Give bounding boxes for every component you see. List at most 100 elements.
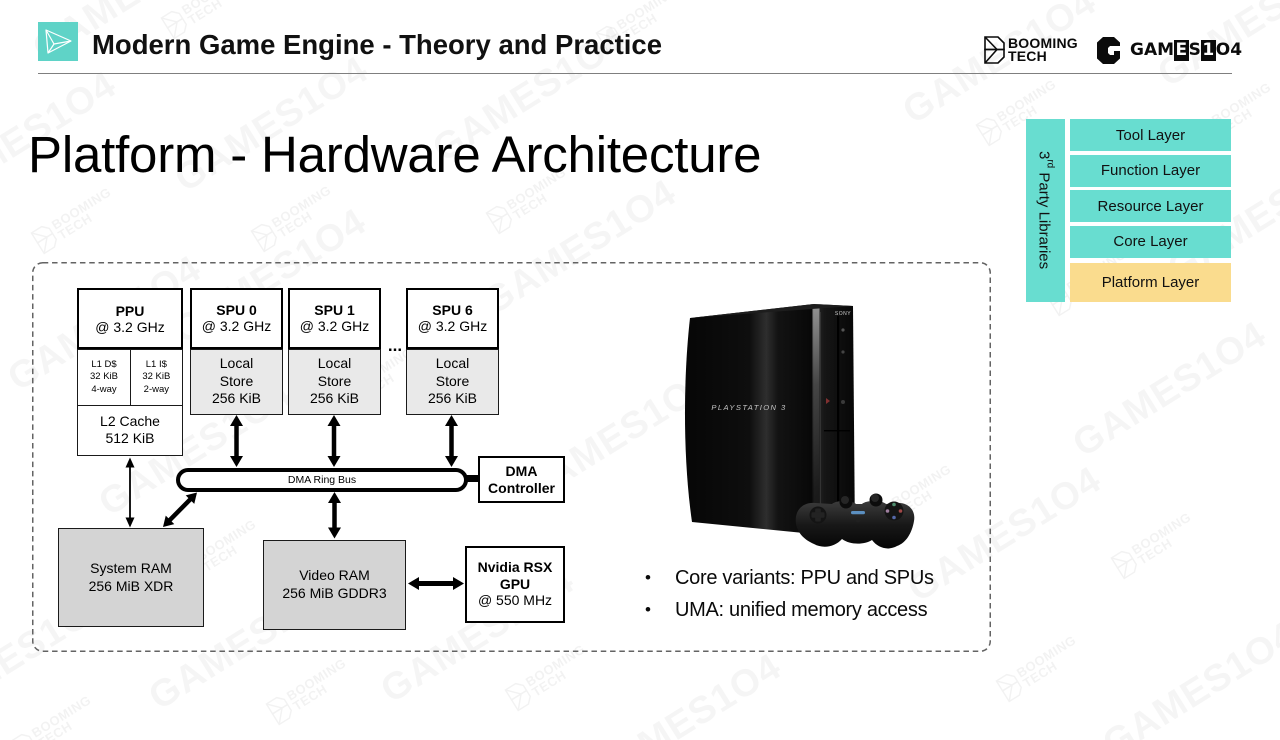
games_logo-mid-text: S (1188, 40, 1201, 60)
diagram-ring-label-text: DMA Ring Bus (287, 474, 357, 486)
playstation3-wordmark: PLAYSTATION 3 (711, 403, 786, 412)
2-title-text: SPU 6 (432, 302, 473, 319)
dma-ring-bus: DMA Ring Bus (176, 468, 468, 492)
layer-tool-layer: Tool Layer (1070, 119, 1231, 151)
ps3-console-photo: SONY PLAYSTATION 3 (655, 290, 935, 560)
1-title-text: SPU 1 (314, 302, 355, 319)
0-store1-text: Local (219, 355, 254, 372)
l2-cache-box: L2 Cache 512 KiB (77, 404, 183, 456)
2-store3-text: 256 KiB (427, 390, 478, 407)
paper-plane-icon (45, 29, 72, 54)
spu-box-0: SPU 0@ 3.2 GHz (190, 288, 283, 349)
l1i-line3-text: 2-way (143, 383, 169, 395)
sysram-line1-text: System RAM (90, 560, 172, 576)
vram-line1-text: Video RAM (299, 567, 370, 583)
booming-tech-wordmark: BOOMING TECH (1008, 35, 1078, 63)
1-store1-text: Local (317, 355, 352, 372)
l1d-line3-text: 4-way (91, 383, 117, 395)
course-title: Modern Game Engine - Theory and Practice (92, 28, 662, 60)
layer-platform-layer: Platform Layer (1070, 263, 1231, 302)
1-clock-text: @ 3.2 GHz (299, 318, 370, 335)
0-store2-text: Store (219, 372, 254, 389)
ppu-line2-text: @ 3.2 GHz (95, 318, 165, 335)
third-party-libraries-label: 3rd Party Libraries (1026, 119, 1065, 302)
games_logo-boxed2-text: 1 (1200, 40, 1216, 61)
games104-icon (1097, 37, 1120, 64)
l1i-line1-text: L1 I$ (145, 358, 167, 370)
games_logo-pre-text: GAM (1130, 40, 1175, 60)
games_logo-ring-text: O (1215, 40, 1231, 60)
sysram-line2-text: 256 MiB XDR (88, 577, 174, 594)
l2-line2-text: 512 KiB (105, 430, 155, 447)
bullet-item-0: Core variants: PPU and SPUs (645, 566, 934, 590)
course-logo (38, 22, 78, 61)
games_logo-post-text: 4 (1230, 40, 1243, 60)
l2-line1-text: L2 Cache (100, 413, 160, 430)
layer-resource-layer: Resource Layer (1070, 190, 1231, 222)
2-store2-text: Store (435, 372, 470, 389)
third-party-libraries-bar: 3rd Party Libraries (1026, 119, 1065, 302)
bullet-list: Core variants: PPU and SPUsUMA: unified … (645, 566, 934, 631)
l1d-line1-text: L1 D$ (91, 358, 117, 370)
gpu-line1-text: Nvidia RSX (477, 559, 553, 576)
page-title: Platform - Hardware Architecture (28, 126, 762, 183)
l1-dcache-box: L1 D$ 32 KiB 4-way (77, 349, 131, 406)
video-ram-box: Video RAM 256 MiB GDDR3 (263, 539, 406, 630)
rsx-gpu-box: Nvidia RSX GPU @ 550 MHz (465, 545, 565, 623)
spu-box-2: SPU 6@ 3.2 GHz (406, 288, 499, 349)
l1d-line2-text: 32 KiB (90, 371, 118, 383)
0-clock-text: @ 3.2 GHz (201, 318, 272, 335)
l1-icache-box: L1 I$ 32 KiB 2-way (129, 349, 183, 406)
booming_logo-line1-text: BOOMING (1008, 35, 1078, 51)
spu-box-1: SPU 1@ 3.2 GHz (288, 288, 381, 349)
layer_panel-side-label-sup-text: rd (1044, 159, 1056, 169)
system-ram-box: System RAM 256 MiB XDR (58, 528, 204, 627)
l1i-line2-text: 32 KiB (142, 371, 171, 383)
bullet-item-1: UMA: unified memory access (645, 598, 934, 622)
1-store3-text: 256 KiB (309, 390, 360, 407)
0-title-text: SPU 0 (216, 302, 257, 319)
vram-line2-text: 256 MiB GDDR3 (282, 584, 387, 601)
ppu-box: PPU @ 3.2 GHz (77, 288, 183, 349)
gpu-line2-text: GPU (499, 575, 531, 592)
booming-tech-icon (984, 36, 1005, 64)
dashed-frame-graphic (32, 262, 991, 652)
header-divider (38, 73, 1232, 74)
gpu-line3-text: @ 550 MHz (477, 592, 553, 609)
games_logo-boxed1-text: E (1174, 40, 1189, 61)
ppu-line1-text: PPU (115, 302, 145, 319)
dma-line2-text: Controller (488, 479, 555, 496)
1-store2-text: Store (317, 372, 352, 389)
booming-tech-logo: BOOMING TECH (984, 36, 1078, 64)
layer-function-layer: Function Layer (1070, 154, 1231, 187)
sony-wordmark: SONY (835, 311, 851, 317)
ring-to-dma-connector (464, 474, 480, 482)
dma-line1-text: DMA (505, 462, 538, 479)
layer_panel-side-label-rest-text: Party Libraries (1035, 168, 1053, 270)
dma-controller-box: DMA Controller (478, 456, 565, 503)
0-store3-text: 256 KiB (211, 390, 262, 407)
hardware-diagram-frame (32, 262, 991, 652)
ps3-console-graphic: SONY PLAYSTATION 3 (684, 304, 915, 549)
